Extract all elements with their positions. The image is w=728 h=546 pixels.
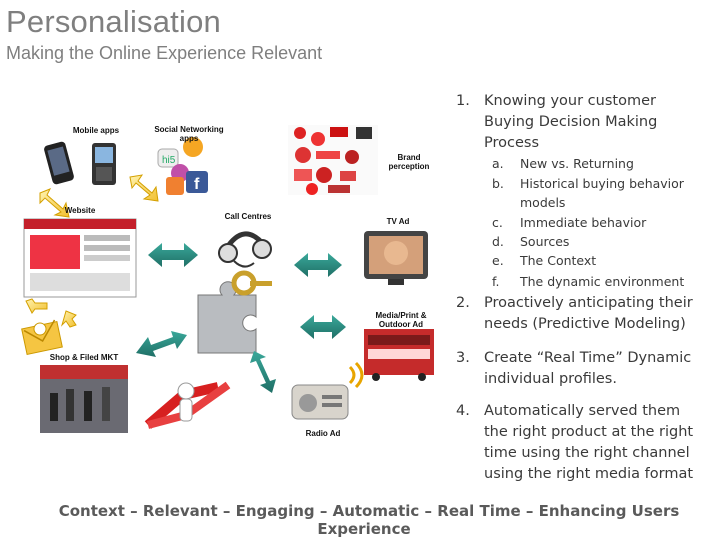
channel-diagram-graphic: hi5 f — [21, 125, 434, 433]
label-call-centres: Call Centres — [224, 212, 272, 221]
yellow-arrows — [25, 174, 159, 328]
label-radio-ad: Radio Ad — [305, 429, 341, 438]
label-media-print: Media/Print & Outdoor Ad — [375, 311, 427, 329]
tv-icon — [364, 231, 428, 285]
radio-icon — [291, 361, 364, 420]
person-arrows-icon — [144, 381, 231, 429]
website-screenshot-icon — [23, 218, 137, 298]
slide-title: Personalisation — [6, 4, 221, 39]
footer-tagline: Context – Relevant – Engaging – Automati… — [0, 502, 728, 538]
headset-icon — [218, 231, 272, 268]
sub-item-letter: f. — [492, 274, 500, 289]
list-item-number: 1. — [456, 93, 470, 109]
email-envelope-icon — [21, 319, 63, 356]
sub-item-text: Immediate behavior — [520, 215, 647, 230]
footer-text: Context – Relevant – Engaging – Automati… — [58, 502, 680, 538]
sub-item-letter: e. — [492, 253, 504, 268]
teal-double-arrows — [136, 243, 346, 393]
mobile-phones-icon — [44, 141, 116, 185]
sub-item-text: Sources — [520, 234, 570, 249]
sub-item-text: Historical buying behavior models — [520, 176, 684, 210]
list-item-number: 4. — [456, 403, 470, 419]
list-item-text: Proactively anticipating their needs (Pr… — [484, 295, 693, 332]
channel-diagram: hi5 f — [18, 115, 438, 460]
label-shop: Shop & Filed MKT — [49, 353, 119, 362]
sub-item-text: New vs. Returning — [520, 156, 634, 171]
puzzle-key-icon — [197, 270, 272, 354]
sub-item-text: The Context — [520, 253, 597, 268]
list-item-text: Create “Real Time” Dynamic individual pr… — [484, 350, 692, 387]
list-item-text: Knowing your customer Buying Decision Ma… — [484, 93, 658, 151]
svg-text:hi5: hi5 — [162, 155, 176, 166]
shop-photo-icon — [40, 365, 128, 433]
sub-item-letter: d. — [492, 234, 504, 249]
brand-logos-icon — [288, 125, 378, 195]
slide-subtitle: Making the Online Experience Relevant — [6, 43, 323, 63]
list-item-text: Automatically served them the right prod… — [484, 403, 694, 482]
sub-item-text: The dynamic environment — [520, 274, 685, 289]
outdoor-bus-icon — [364, 329, 434, 381]
label-website: Website — [64, 206, 96, 215]
list-item-number: 2. — [456, 295, 470, 311]
list-item-number: 3. — [456, 350, 470, 366]
social-apps-icon: hi5 f — [157, 137, 208, 195]
sub-item-letter: c. — [492, 215, 503, 230]
label-mobile-apps: Mobile apps — [72, 126, 120, 135]
sub-item-letter: b. — [492, 176, 504, 191]
label-social-networking: Social Networking apps — [154, 125, 224, 143]
svg-text:f: f — [194, 176, 200, 193]
sub-item-letter: a. — [492, 156, 504, 171]
label-tv-ad: TV Ad — [386, 217, 410, 226]
label-brand-perception: Brand perception — [388, 153, 430, 171]
